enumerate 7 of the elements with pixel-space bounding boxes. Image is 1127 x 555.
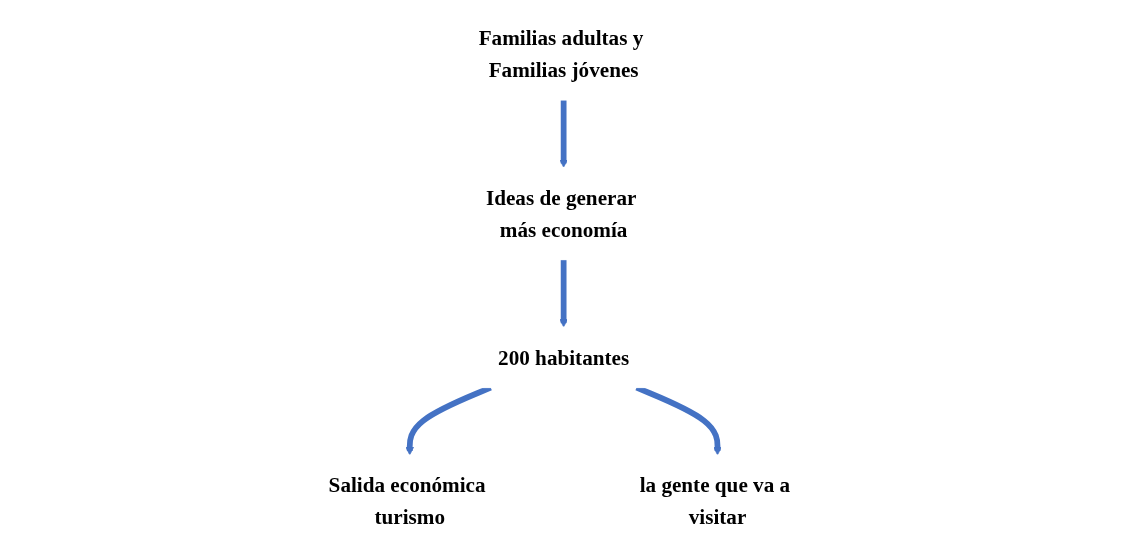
node-text: la gente que va a visitar	[639, 473, 790, 530]
node-text: Salida económica turismo	[328, 473, 486, 530]
node-text: 200 habitantes	[497, 345, 630, 370]
node-text: Ideas de generar más economía	[485, 185, 636, 242]
node-text: Familias adultas y Familias jóvenes	[478, 25, 644, 82]
arrow	[559, 259, 568, 328]
arrow	[559, 100, 568, 168]
